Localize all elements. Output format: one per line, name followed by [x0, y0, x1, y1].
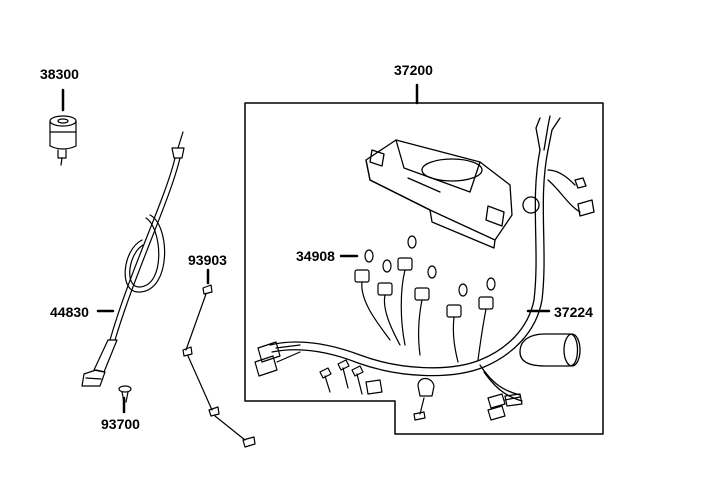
- harness-connectors-right: [487, 393, 523, 421]
- wiring-harness-37224: [269, 115, 595, 402]
- harness-connectors-left: [254, 341, 301, 377]
- bulbs-34908: [364, 235, 496, 297]
- speedometer-cable-44830: [81, 131, 185, 387]
- bulb-sockets: [354, 257, 494, 363]
- label-37224: 37224: [554, 304, 593, 320]
- label-37200: 37200: [394, 62, 433, 78]
- instrument-cluster: [365, 139, 513, 249]
- ignition-switch-38300: [49, 115, 77, 166]
- label-38300: 38300: [40, 66, 79, 82]
- label-34908: 34908: [296, 248, 335, 264]
- cable-ties-93903: [182, 284, 256, 448]
- label-93903: 93903: [188, 252, 227, 268]
- label-44830: 44830: [50, 304, 89, 320]
- assembly-frame-37200: [244, 102, 604, 435]
- label-93700: 93700: [101, 416, 140, 432]
- harness-screws: [319, 359, 435, 421]
- leader-lines: [61, 83, 551, 414]
- screw-93700: [118, 385, 132, 403]
